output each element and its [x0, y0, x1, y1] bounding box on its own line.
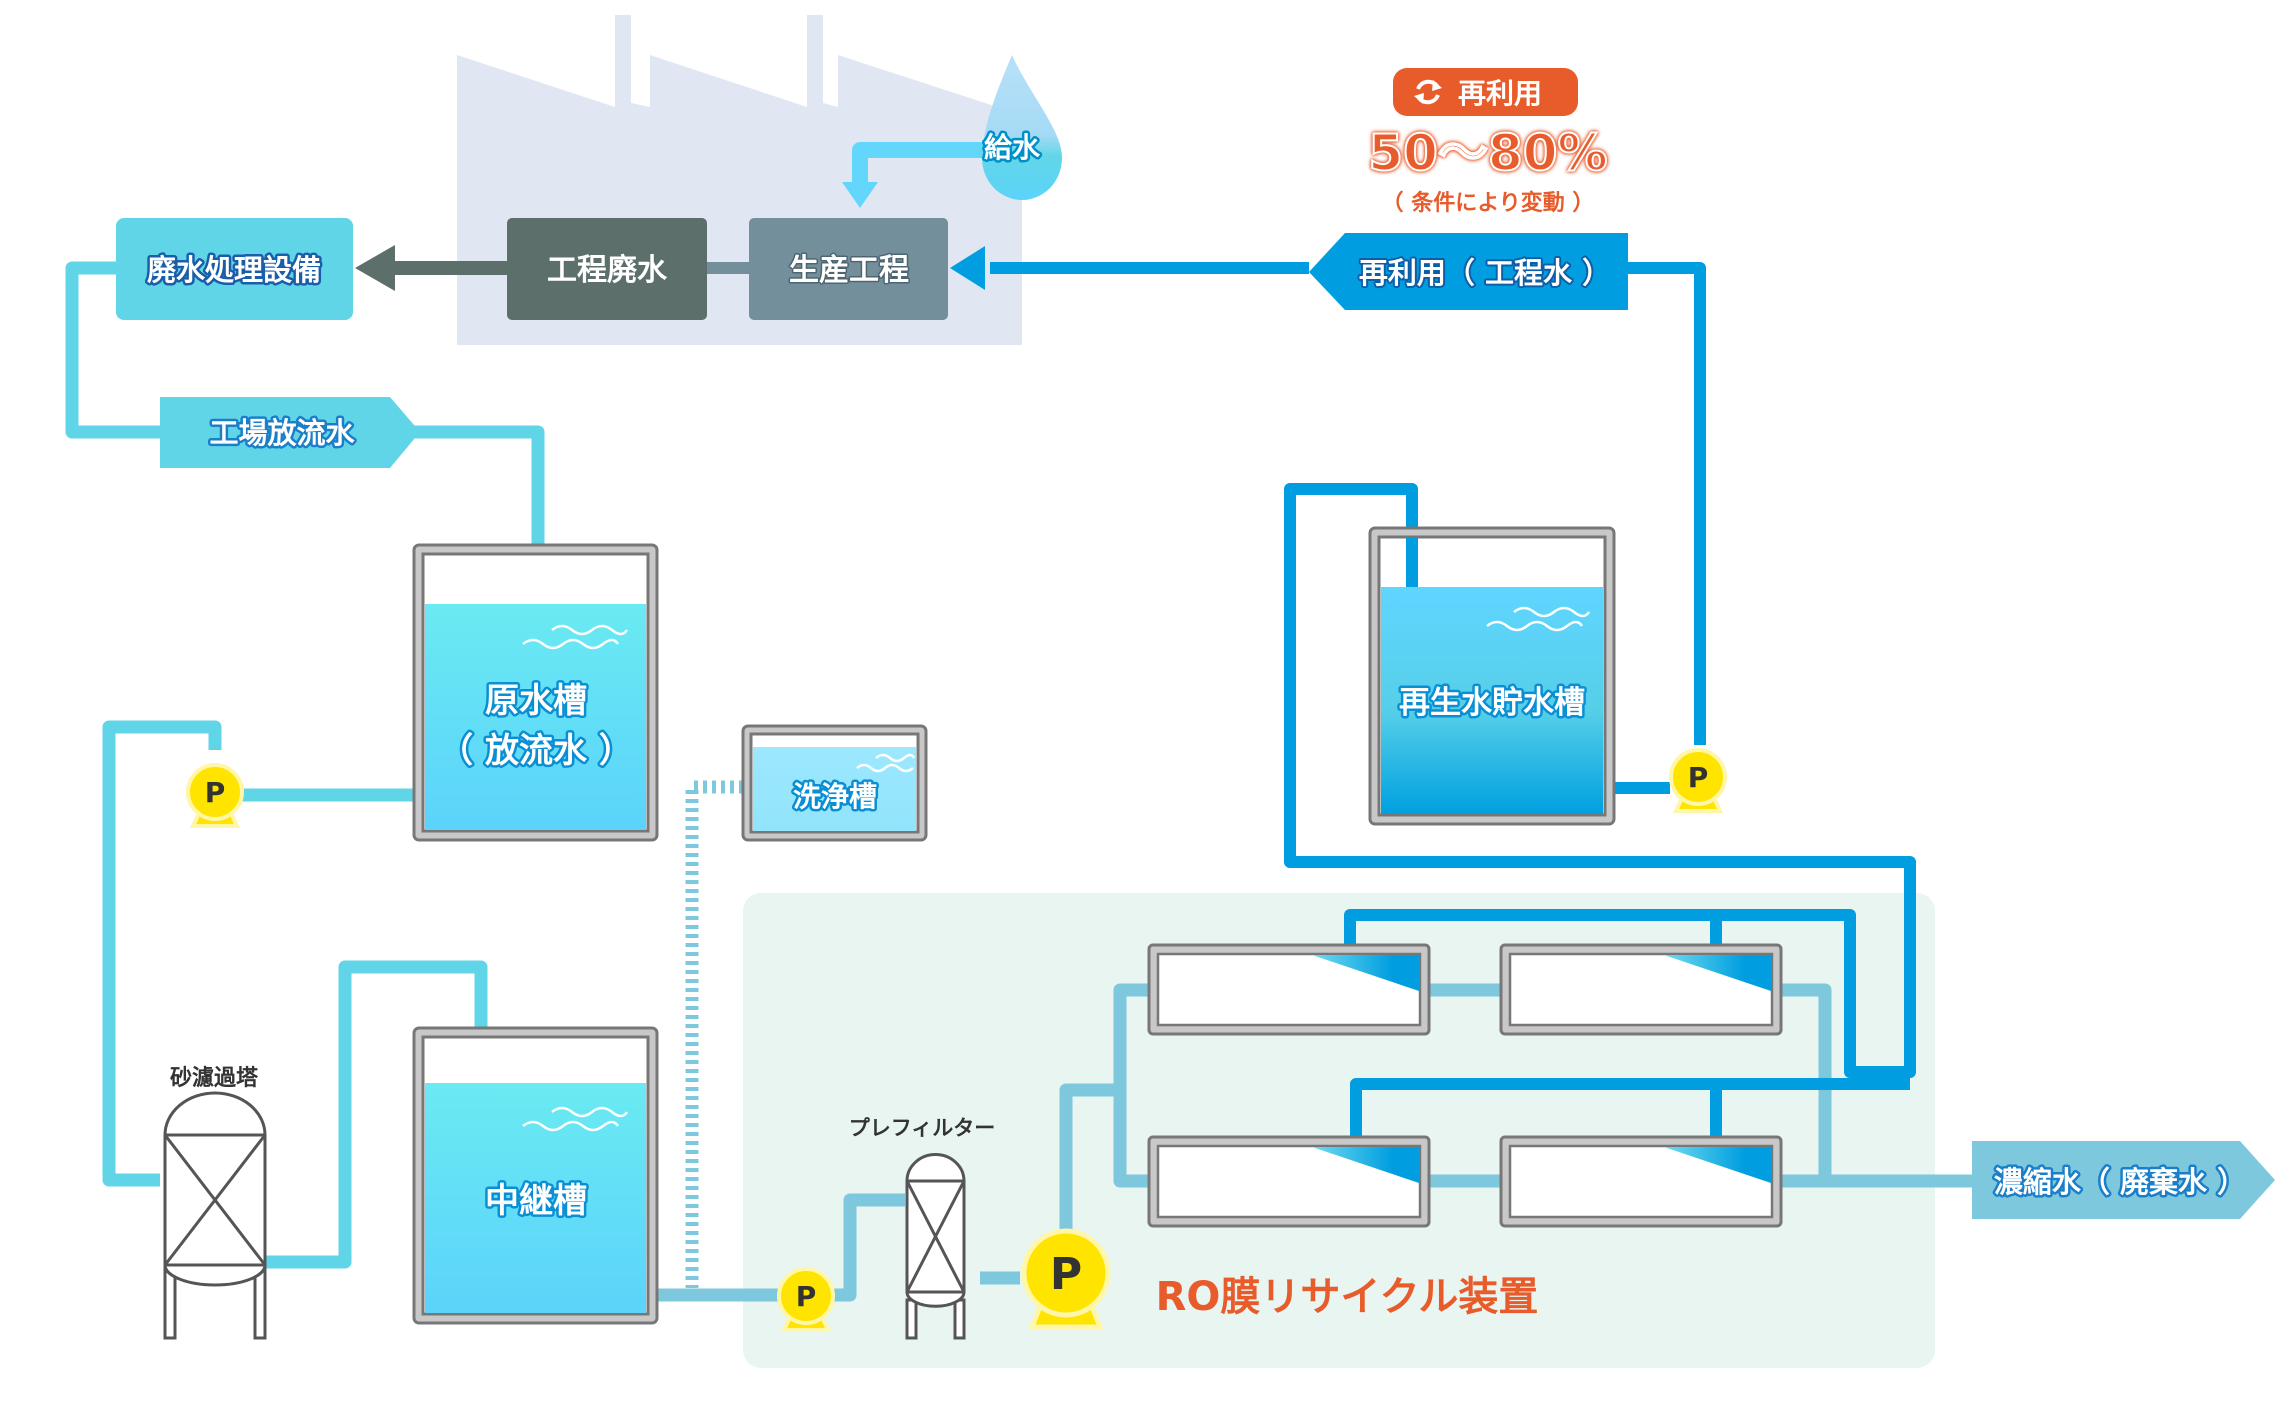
- recycle-icon: [1414, 79, 1442, 105]
- raw-water-tank-label: 原水槽: [485, 681, 587, 721]
- production-process-box: 生産工程: [749, 218, 948, 320]
- wastewater-treatment-box: 廃水処理設備: [116, 218, 353, 320]
- cleaning-return-line: [685, 780, 743, 1288]
- sand-filter-tower: 砂濾過塔: [163, 1065, 267, 1340]
- process-pipes: [355, 245, 749, 291]
- process-wastewater-label: 工程廃水: [547, 253, 668, 288]
- reuse-rate-callout: 再利用 50〜80% （ 条件により変動 ）: [1367, 68, 1609, 216]
- ro-feed-pipes: [657, 983, 1972, 1302]
- effluent-pipes: [65, 261, 545, 1269]
- ro-unit-title: RO膜リサイクル装置: [1156, 1274, 1539, 1320]
- pump-relay[interactable]: P: [777, 1267, 835, 1332]
- prefilter-vessel: プレフィルター: [849, 1116, 996, 1340]
- cleaning-tank-label: 洗浄槽: [793, 780, 877, 813]
- wastewater-treatment-label: 廃水処理設備: [147, 253, 321, 287]
- concentrate-tag: 濃縮水（ 廃棄水 ）: [1972, 1141, 2275, 1219]
- factory-effluent-tag: 工場放流水: [160, 397, 420, 468]
- pump-symbol: P: [1688, 761, 1709, 794]
- production-process-label: 生産工程: [789, 253, 909, 288]
- pump-symbol: P: [205, 776, 226, 809]
- reuse-rate-value: 50〜80%: [1368, 124, 1607, 182]
- factory-effluent-label: 工場放流水: [209, 416, 355, 450]
- pump-recycled-water[interactable]: P: [1669, 748, 1727, 813]
- supply-water-label: 給水: [984, 131, 1041, 164]
- concentrate-label: 濃縮水（ 廃棄水 ）: [1994, 1165, 2246, 1199]
- prefilter-label: プレフィルター: [849, 1116, 996, 1140]
- pump-high-pressure[interactable]: P: [1021, 1228, 1111, 1330]
- reuse-badge-label: 再利用: [1458, 77, 1542, 110]
- reuse-rate-note: （ 条件により変動 ）: [1382, 190, 1595, 216]
- ro-membrane-module: [1499, 1135, 1783, 1228]
- reuse-flow-label: 再利用（ 工程水 ）: [1359, 256, 1611, 290]
- supply-water-drop: 給水: [981, 55, 1062, 200]
- raw-water-tank-sublabel: （ 放流水 ）: [439, 731, 633, 771]
- arrow-to-treatment-icon: [355, 245, 395, 291]
- recycled-water-storage-tank: 再生水貯水槽: [1368, 526, 1616, 826]
- ro-membrane-module: [1147, 1135, 1431, 1228]
- raw-water-tank: 原水槽 （ 放流水 ）: [412, 543, 659, 842]
- recycled-water-storage-label: 再生水貯水槽: [1399, 685, 1585, 721]
- supply-water-pipe: [842, 142, 985, 208]
- pump-symbol: P: [1050, 1249, 1082, 1300]
- pump-symbol: P: [796, 1280, 817, 1313]
- relay-tank: 中継槽: [412, 1026, 659, 1325]
- pump-raw-water[interactable]: P: [186, 763, 244, 828]
- relay-tank-label: 中継槽: [485, 1181, 587, 1221]
- sand-filter-label: 砂濾過塔: [170, 1065, 259, 1091]
- reuse-badge: [1393, 68, 1578, 116]
- process-wastewater-box: 工程廃水: [507, 218, 707, 320]
- cleaning-tank: 洗浄槽: [741, 724, 928, 842]
- ro-membrane-module: [1147, 943, 1431, 1036]
- ro-membrane-module: [1499, 943, 1783, 1036]
- ro-membrane-modules: [1147, 943, 1783, 1228]
- permeate-pipes: [950, 246, 1916, 1137]
- reuse-flow-tag: 再利用（ 工程水 ）: [1309, 233, 1628, 310]
